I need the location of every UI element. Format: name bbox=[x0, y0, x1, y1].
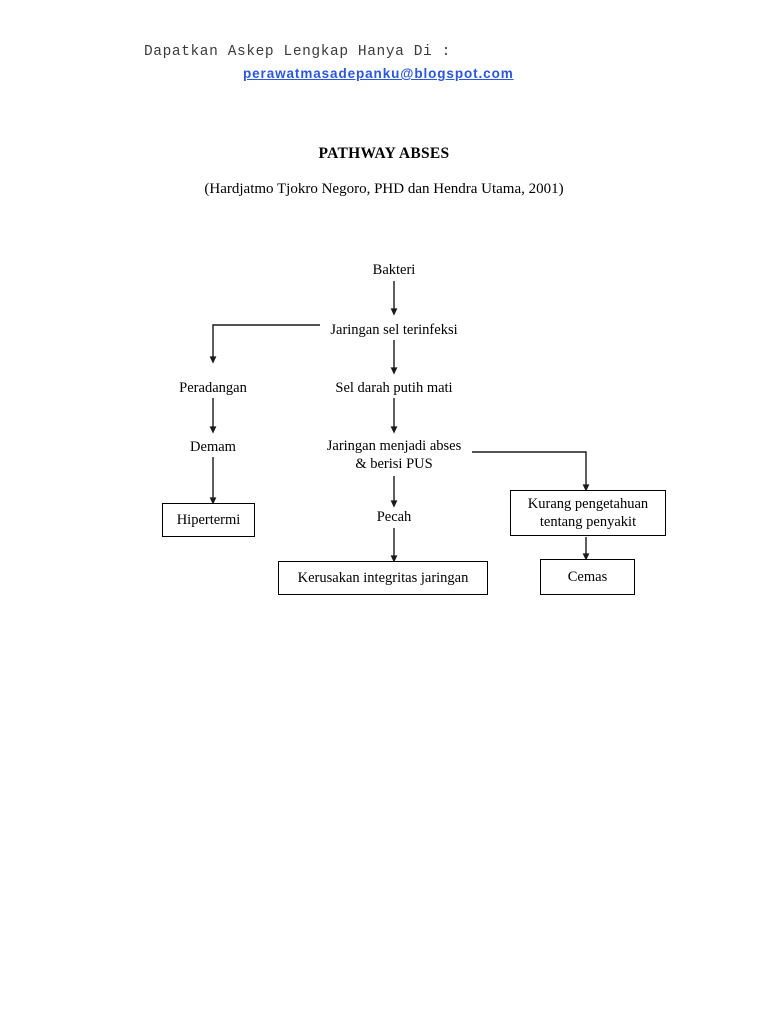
page-title: PATHWAY ABSES bbox=[318, 145, 450, 162]
page-attribution: (Hardjatmo Tjokro Negoro, PHD dan Hendra… bbox=[204, 181, 564, 197]
node-jaringan-menjadi-abses: Jaringan menjadi abses & berisi PUS bbox=[294, 437, 494, 473]
email-blog-link[interactable]: perawatmasadepanku@blogspot.com bbox=[243, 66, 514, 81]
box-kurang-pengetahuan-line1: Kurang pengetahuan bbox=[527, 496, 649, 512]
box-cemas-label: Cemas bbox=[567, 569, 608, 585]
header-tagline: Dapatkan Askep Lengkap Hanya Di : bbox=[144, 44, 451, 60]
box-kurang-pengetahuan-label: Kurang pengetahuan tentang penyakit bbox=[528, 495, 648, 531]
node-demam: Demam bbox=[190, 439, 236, 455]
node-peradangan: Peradangan bbox=[179, 380, 247, 396]
box-kerusakan-integritas-jaringan[interactable]: Kerusakan integritas jaringan bbox=[278, 561, 488, 595]
box-kurang-pengetahuan[interactable]: Kurang pengetahuan tentang penyakit bbox=[510, 490, 666, 536]
node-pecah: Pecah bbox=[376, 509, 412, 525]
node-jaringan-sel-terinfeksi: Jaringan sel terinfeksi bbox=[330, 322, 458, 338]
node-bakteri: Bakteri bbox=[372, 262, 416, 278]
box-kurang-pengetahuan-line2: tentang penyakit bbox=[539, 514, 637, 530]
node-sel-darah-putih-mati: Sel darah putih mati bbox=[335, 380, 453, 396]
node-jaringan-abses-line2: & berisi PUS bbox=[355, 456, 433, 472]
box-kerusakan-integritas-label: Kerusakan integritas jaringan bbox=[297, 570, 469, 586]
box-hipertermi-label: Hipertermi bbox=[176, 512, 241, 528]
box-hipertermi[interactable]: Hipertermi bbox=[162, 503, 255, 537]
box-cemas[interactable]: Cemas bbox=[540, 559, 635, 595]
node-jaringan-abses-line1: Jaringan menjadi abses bbox=[326, 438, 462, 454]
